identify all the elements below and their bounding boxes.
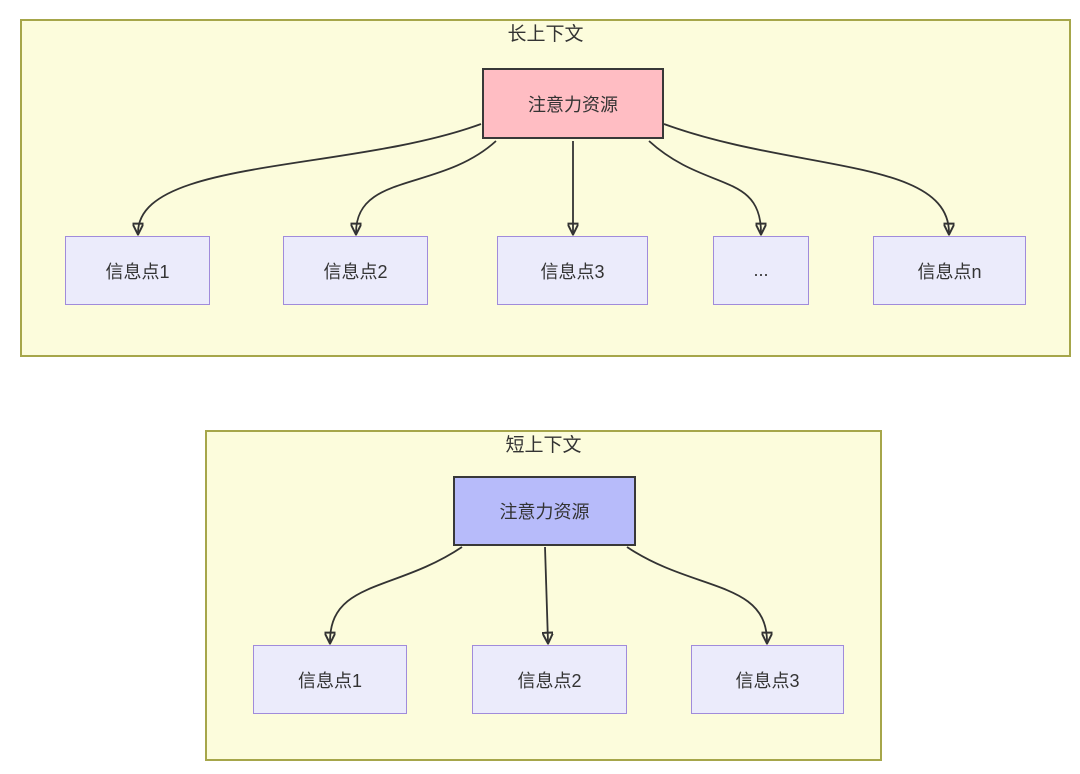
long-context-title: 长上下文	[507, 24, 584, 45]
info-node-long-3: 信息点3	[497, 236, 648, 305]
info-node-long-1: 信息点1	[65, 236, 210, 305]
attention-resources-node-long: 注意力资源	[482, 68, 664, 139]
short-context-title: 短上下文	[505, 435, 582, 456]
info-node-long-n: 信息点n	[873, 236, 1026, 305]
info-node-short-3: 信息点3	[691, 645, 844, 714]
info-node-short-2: 信息点2	[472, 645, 627, 714]
info-node-long-2: 信息点2	[283, 236, 428, 305]
attention-resources-node-short: 注意力资源	[453, 476, 636, 546]
info-node-short-1: 信息点1	[253, 645, 407, 714]
info-node-long-ellipsis: ...	[713, 236, 809, 305]
